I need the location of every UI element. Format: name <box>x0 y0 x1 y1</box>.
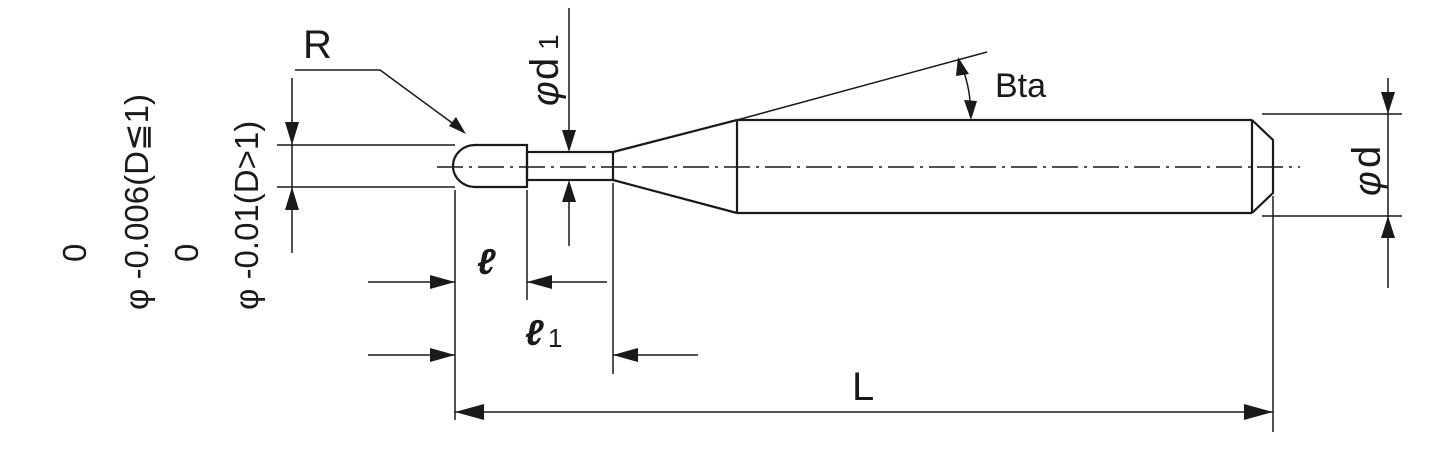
ball-head <box>451 143 529 189</box>
taper-angle-dimension: Bta <box>736 51 1046 121</box>
tolerance-small-upper: 0 <box>56 244 93 262</box>
shank-diameter-dimension: φ d <box>1262 78 1402 288</box>
tolerance-text: 0 φ -0.006(D≦1) 0 φ -0.01(D>1) <box>56 94 265 310</box>
radius-callout: R <box>295 23 466 134</box>
length-l1-dimension: ℓ 1 <box>368 183 698 374</box>
length-l1-label: ℓ <box>525 312 544 353</box>
tolerance-large-lower: φ -0.01(D>1) <box>228 121 265 310</box>
taper <box>612 118 738 215</box>
length-l1-subscript: 1 <box>548 323 562 353</box>
ball-diameter-dimension <box>277 78 455 253</box>
neck-diameter-symbol: φ <box>525 81 567 106</box>
taper-label: Bta <box>995 67 1046 105</box>
neck-diameter-label: d <box>523 58 567 80</box>
overall-length-dimension: L <box>455 196 1274 432</box>
neck <box>525 150 615 182</box>
neck-diameter-subscript: 1 <box>533 34 564 50</box>
length-l-dimension: ℓ <box>368 190 607 420</box>
shank-diameter-label: d <box>1345 146 1389 168</box>
radius-label: R <box>303 23 332 67</box>
tolerance-small-lower: φ -0.006(D≦1) <box>118 94 155 310</box>
radius-leader <box>295 69 460 129</box>
shank-diameter-symbol: φ <box>1347 171 1389 196</box>
tolerance-large-upper: 0 <box>168 244 205 262</box>
neck-diameter-dimension: φ d 1 <box>523 8 576 246</box>
radius-arrowhead <box>449 117 466 134</box>
length-l-label: ℓ <box>477 241 496 282</box>
overall-length-label: L <box>852 365 874 409</box>
